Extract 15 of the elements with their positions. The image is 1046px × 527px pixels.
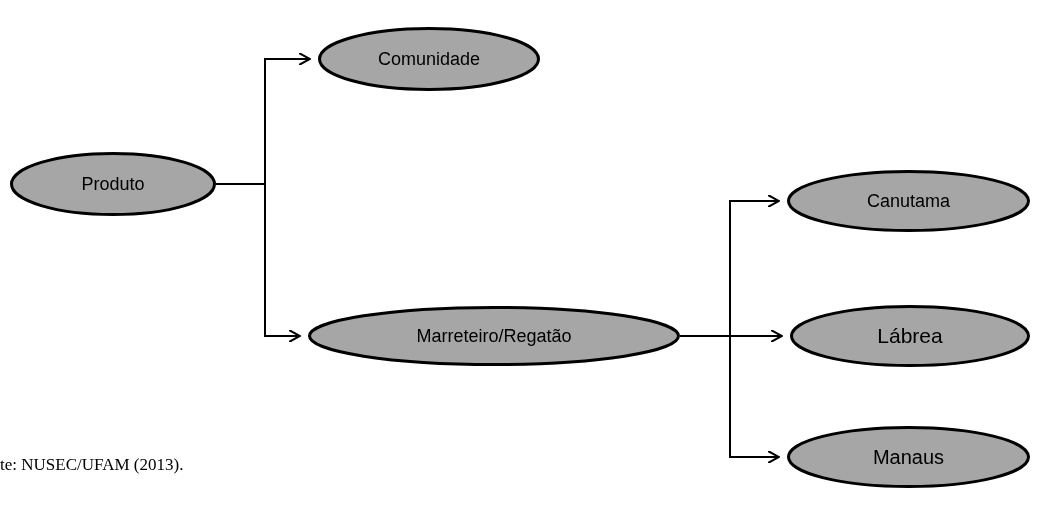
ellipse-node [318, 27, 540, 91]
node-label: Marreteiro/Regatão [416, 325, 572, 347]
ellipse-node [10, 152, 216, 216]
node-label: Comunidade [377, 48, 481, 70]
node-label: Manaus [872, 445, 945, 469]
ellipse-node [787, 426, 1030, 488]
ellipse-node [790, 305, 1030, 367]
connector-arrow [679, 335, 780, 464]
ellipse-node [308, 306, 680, 366]
node-label: Produto [81, 173, 145, 195]
node-label: Lábrea [877, 324, 943, 348]
ellipse-node [787, 170, 1030, 232]
node-label: Canutama [866, 190, 951, 212]
source-note: te: NUSEC/UFAM (2013). [0, 455, 184, 475]
connector-arrow [215, 183, 301, 343]
